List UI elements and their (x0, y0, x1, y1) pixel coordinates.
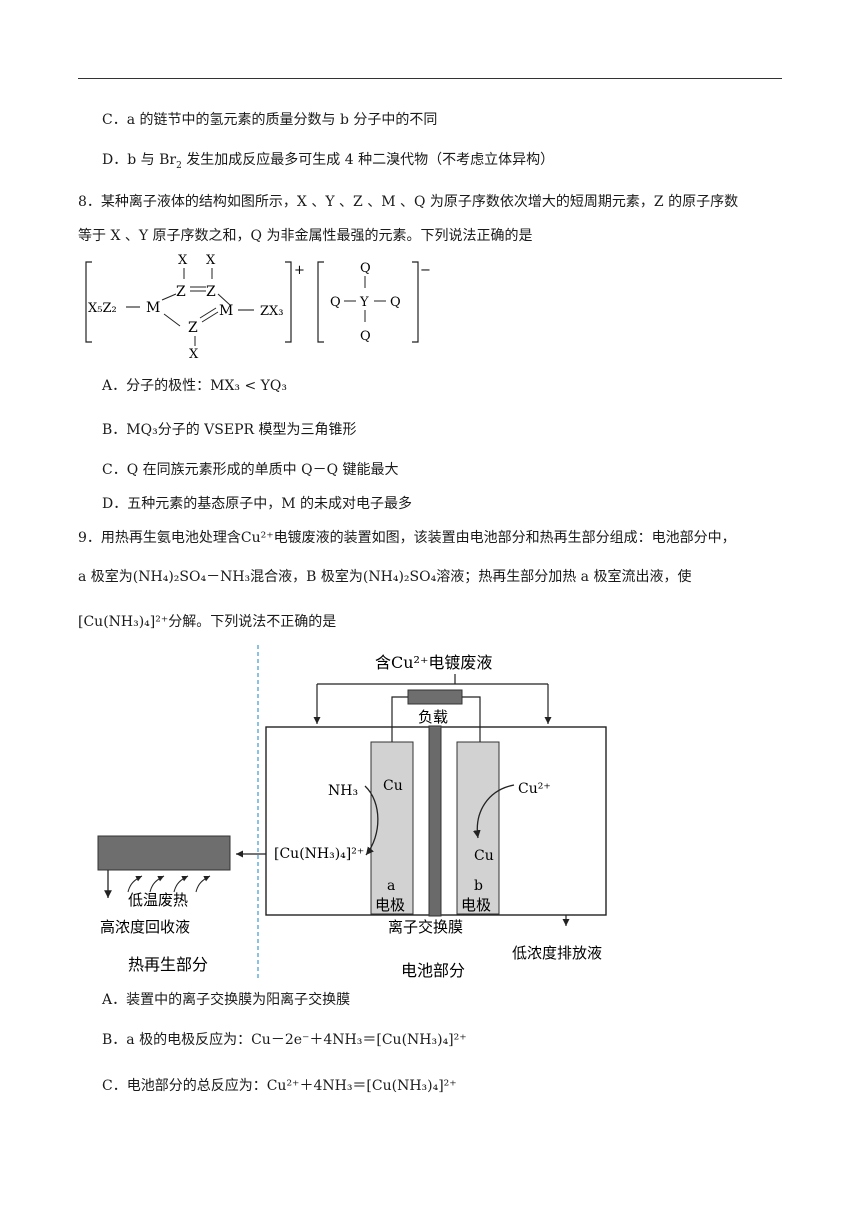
svg-text:M: M (146, 300, 160, 316)
discharge-label: 低浓度排放液 (512, 944, 602, 962)
svg-text:Cu²⁺: Cu²⁺ (518, 781, 551, 797)
right-group: ZX₃ (260, 304, 284, 319)
recovery-liquid-label: 高浓度回收液 (100, 918, 190, 936)
membrane-label: 离子交换膜 (388, 918, 463, 936)
q9-option-a: A．装置中的离子交换膜为阳离子交换膜 (102, 992, 351, 1008)
svg-text:Q: Q (390, 295, 401, 310)
svg-text:X: X (189, 347, 199, 362)
battery-section-label: 电池部分 (401, 961, 465, 980)
svg-text:Q: Q (360, 329, 371, 344)
thermal-regeneration-box (97, 835, 231, 871)
q8-option-b: B．MQ₃分子的 VSEPR 模型为三角锥形 (102, 422, 357, 438)
ion-exchange-membrane (428, 725, 442, 917)
q9-stem-line1: 9．用热再生氨电池处理含Cu²⁺电镀废液的装置如图，该装置由电池部分和热再生部分… (78, 530, 736, 546)
waste-liquid-label: 含Cu²⁺电镀废液 (375, 653, 492, 672)
q9-option-c: C．电池部分的总反应为：Cu²⁺＋4NH₃＝[Cu(NH₃)₄]²⁺ (102, 1078, 457, 1094)
q7-option-d: D．b 与 Br2 发生加成反应最多可生成 4 种二溴代物（不考虑立体异构） (102, 152, 555, 171)
q8-stem-line2: 等于 X 、Y 原子序数之和，Q 为非金属性最强的元素。下列说法正确的是 (78, 228, 533, 244)
q9-stem-line3: [Cu(NH₃)₄]²⁺分解。下列说法不正确的是 (78, 614, 337, 630)
cation-charge: + (294, 263, 305, 278)
svg-text:Z: Z (176, 284, 186, 300)
svg-text:NH₃: NH₃ (328, 783, 358, 799)
left-group: X₅Z₂ (88, 301, 117, 316)
ionic-liquid-structure: + X₅Z₂ M Z Z X X M ZX₃ Z X − Q Y Q Q Q (85, 253, 431, 362)
waste-heat-label: 低温废热 (128, 891, 188, 909)
svg-text:Z: Z (206, 284, 216, 300)
load-label: 负载 (418, 708, 448, 726)
anion-charge: − (420, 263, 431, 278)
svg-text:电极: 电极 (461, 896, 491, 914)
svg-text:X: X (178, 253, 188, 268)
q9-option-b: B．a 极的电极反应为：Cu－2e⁻＋4NH₃＝[Cu(NH₃)₄]²⁺ (102, 1032, 467, 1048)
q8-stem-line1: 8．某种离子液体的结构如图所示，X 、Y 、Z 、M 、Q 为原子序数依次增大的… (78, 194, 739, 210)
svg-text:Cu: Cu (383, 778, 403, 794)
svg-text:电极: 电极 (375, 896, 405, 914)
electrode-b (456, 741, 500, 915)
svg-text:X: X (206, 253, 216, 268)
q9-stem-line2: a 极室为(NH₄)₂SO₄－NH₃混合液，B 极室为(NH₄)₂SO₄溶液；热… (78, 569, 692, 585)
thermal-section-label: 热再生部分 (128, 955, 208, 974)
q8-option-d: D．五种元素的基态原子中，M 的未成对电子最多 (102, 496, 413, 512)
svg-text:Q: Q (360, 261, 371, 276)
svg-text:b: b (474, 878, 483, 894)
svg-text:Z: Z (188, 320, 198, 336)
header-rule (78, 78, 782, 79)
q7-option-c: C．a 的链节中的氢元素的质量分数与 b 分子中的不同 (102, 112, 438, 128)
load-box (407, 689, 463, 705)
svg-text:Y: Y (359, 295, 369, 310)
svg-text:a: a (387, 878, 395, 894)
svg-text:Cu: Cu (474, 848, 494, 864)
ammonia-battery-diagram: 含Cu²⁺电镀废液 负载 Cu a 电极 b 电极 NH₃ [Cu(NH₃)₄]… (97, 645, 607, 980)
svg-text:M: M (219, 303, 233, 319)
svg-text:[Cu(NH₃)₄]²⁺: [Cu(NH₃)₄]²⁺ (274, 846, 364, 862)
q8-option-c: C．Q 在同族元素形成的单质中 Q－Q 键能最大 (102, 462, 399, 478)
q8-option-a: A．分子的极性：MX₃ < YQ₃ (102, 378, 288, 394)
svg-text:Q: Q (330, 295, 341, 310)
